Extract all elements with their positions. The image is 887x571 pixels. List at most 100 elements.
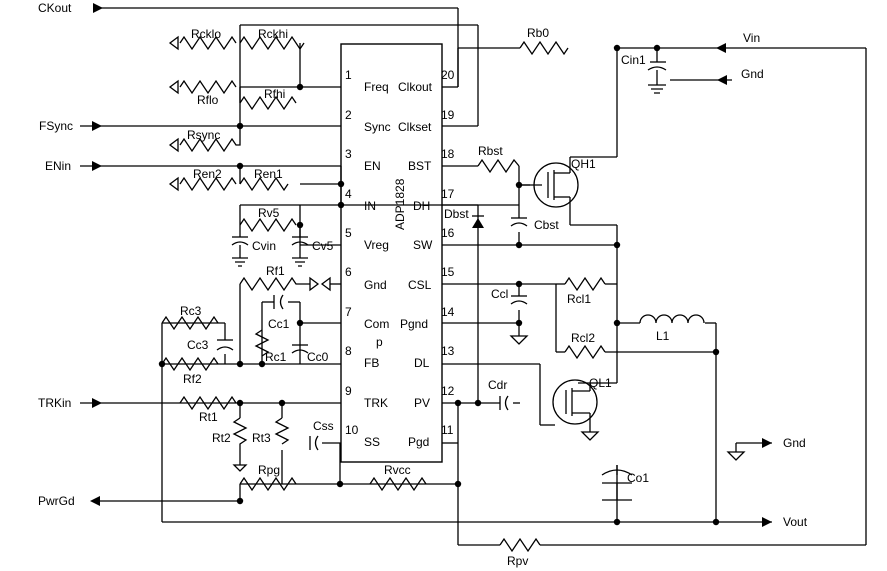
- pin-19-name: Clkset: [398, 120, 432, 134]
- pin-20-num: 20: [441, 68, 455, 82]
- label-rt3: Rt3: [252, 431, 271, 445]
- label-ren1: Ren1: [254, 167, 283, 181]
- label-rcl1: Rcl1: [567, 292, 591, 306]
- pin-1-name: Freq: [364, 80, 389, 94]
- label-ren2: Ren2: [193, 167, 222, 181]
- label-rflo: Rflo: [197, 93, 219, 107]
- wires: [80, 7, 867, 546]
- label-ccl: Ccl: [491, 287, 508, 301]
- port-ckout: CKout: [38, 1, 72, 15]
- port-gnd-right: Gnd: [783, 436, 806, 450]
- pin-4-num: 4: [345, 187, 352, 201]
- port-pwrgd: PwrGd: [38, 494, 75, 508]
- label-rbst: Rbst: [478, 144, 503, 158]
- pin-3-num: 3: [345, 147, 352, 161]
- label-rt2: Rt2: [212, 431, 231, 445]
- pin-7-suffix: p: [376, 335, 383, 349]
- port-vout: Vout: [783, 515, 808, 529]
- port-arrows: [90, 3, 772, 527]
- pin-9-num: 9: [345, 384, 352, 398]
- label-rcklo: Rcklo: [191, 27, 221, 41]
- label-cvin: Cvin: [252, 239, 276, 253]
- pin-12-name: PV: [414, 396, 430, 410]
- pin-10-name: SS: [364, 435, 380, 449]
- label-css: Css: [313, 419, 334, 433]
- pin-17-num: 17: [441, 187, 455, 201]
- label-dbst: Dbst: [444, 207, 469, 221]
- pin-5-name: Vreg: [364, 238, 389, 252]
- pin-18-name: BST: [408, 159, 432, 173]
- port-gnd-top: Gnd: [741, 67, 764, 81]
- pin-3-name: EN: [364, 159, 381, 173]
- label-co1: Co1: [627, 471, 649, 485]
- label-qh1: QH1: [571, 157, 596, 171]
- label-rfhi: Rfhi: [264, 87, 285, 101]
- pin-2-name: Sync: [364, 120, 391, 134]
- diode-dbst: [472, 215, 484, 228]
- label-l1: L1: [656, 329, 670, 343]
- ic-name: ADP1828: [393, 178, 407, 230]
- label-rpg: Rpg: [258, 463, 280, 477]
- mosfet-ql1: [552, 379, 598, 432]
- label-rc3: Rc3: [180, 304, 202, 318]
- resistors: [161, 35, 606, 553]
- ic-right-pins: 20 Clkout 19 Clkset 18 BST 17 DH 16 SW 1…: [398, 68, 455, 449]
- pin-7-name: Com: [364, 317, 389, 331]
- label-cv5: Cv5: [312, 239, 334, 253]
- port-fsync: FSync: [39, 119, 73, 133]
- label-rsync: Rsync: [187, 128, 220, 142]
- capacitors: [216, 61, 667, 500]
- inductor-l1: [639, 314, 705, 324]
- pin-14-num: 14: [441, 305, 455, 319]
- ground-symbols: [168, 35, 746, 501]
- port-vin: Vin: [743, 31, 760, 45]
- pin-13-name: DL: [414, 356, 430, 370]
- pin-19-num: 19: [441, 108, 455, 122]
- pin-11-num: 11: [441, 423, 454, 437]
- pin-12-num: 12: [441, 384, 455, 398]
- pin-17-name: DH: [413, 199, 430, 213]
- pin-13-num: 13: [441, 344, 455, 358]
- pin-18-num: 18: [441, 147, 455, 161]
- pin-20-name: Clkout: [398, 80, 433, 94]
- pin-15-name: CSL: [408, 278, 432, 292]
- port-trkin: TRKin: [38, 396, 71, 410]
- label-rb0: Rb0: [527, 26, 549, 40]
- pin-2-num: 2: [345, 108, 352, 122]
- pin-10-num: 10: [345, 423, 359, 437]
- label-cbst: Cbst: [534, 218, 559, 232]
- pin-4-name: IN: [364, 199, 376, 213]
- pin-6-name: Gnd: [364, 278, 387, 292]
- pin-8-num: 8: [345, 344, 352, 358]
- label-cc3: Cc3: [187, 338, 209, 352]
- pin-5-num: 5: [345, 226, 352, 240]
- pin-11-name: Pgd: [408, 435, 429, 449]
- component-labels: Rcklo Rckhi Rflo Rfhi Rsync Ren2 Ren1 Rv…: [180, 26, 670, 568]
- label-rf2: Rf2: [183, 372, 202, 386]
- label-rt1: Rt1: [199, 410, 218, 424]
- mosfet-qh1: [533, 157, 579, 208]
- ic-left-pins: 1 Freq 2 Sync 3 EN 4 IN 5 Vreg 6 Gnd 7 C…: [345, 68, 391, 449]
- port-enin: ENin: [45, 159, 71, 173]
- label-cc1: Cc1: [268, 317, 290, 331]
- label-rv5: Rv5: [258, 206, 280, 220]
- pin-6-num: 6: [345, 265, 352, 279]
- label-cin1: Cin1: [621, 53, 646, 67]
- label-rpv: Rpv: [507, 554, 528, 568]
- pin-8-name: FB: [364, 356, 379, 370]
- label-rckhi: Rckhi: [258, 27, 288, 41]
- pin-1-num: 1: [345, 68, 352, 82]
- junction-dots: [158, 44, 720, 526]
- pin-7-num: 7: [345, 305, 352, 319]
- label-cdr: Cdr: [488, 378, 507, 392]
- label-ql1: QL1: [589, 376, 612, 390]
- ic-body: [340, 43, 443, 463]
- pin-9-name: TRK: [364, 396, 388, 410]
- port-labels: CKout FSync ENin TRKin PwrGd Vin Gnd Gnd…: [38, 1, 808, 529]
- pin-16-name: SW: [413, 238, 433, 252]
- label-rc1: Rc1: [265, 350, 287, 364]
- label-cc0: Cc0: [307, 350, 329, 364]
- pin-16-num: 16: [441, 226, 455, 240]
- label-rvcc: Rvcc: [384, 463, 411, 477]
